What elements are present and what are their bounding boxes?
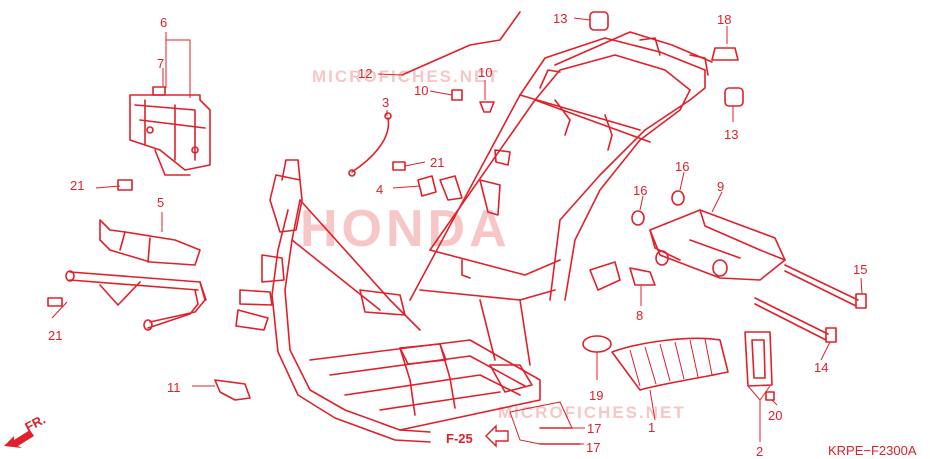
front-label: FR. <box>22 412 48 435</box>
callout-15: 15 <box>853 262 867 277</box>
reference-arrow-icon <box>485 424 509 448</box>
callout-5: 5 <box>157 195 164 210</box>
callout-14: 14 <box>814 360 828 375</box>
callout-18: 18 <box>717 12 731 27</box>
reference-label: F-25 <box>446 431 473 446</box>
callout-13a: 13 <box>553 11 567 26</box>
callout-1: 1 <box>648 420 655 435</box>
callout-7: 7 <box>157 56 164 71</box>
callout-17a: 17 <box>587 421 601 436</box>
callout-21a: 21 <box>70 178 84 193</box>
callout-10a: 10 <box>414 83 428 98</box>
callout-21c: 21 <box>430 155 444 170</box>
callout-12: 12 <box>358 66 372 81</box>
callout-10b: 10 <box>478 65 492 80</box>
callout-13b: 13 <box>724 127 738 142</box>
bracket-5-assembly <box>65 219 207 331</box>
arm-9 <box>649 209 786 281</box>
main-frame <box>235 31 713 443</box>
callout-3: 3 <box>382 95 389 110</box>
callout-16a: 16 <box>675 159 689 174</box>
front-arrow-icon <box>4 430 34 448</box>
callout-labels: 6 7 21 5 21 12 10 10 3 21 4 13 18 13 16 16 9 8 15 14 19 1 20 2 1… <box>48 11 867 459</box>
leader-lines <box>51 17 863 445</box>
callout-16b: 16 <box>633 183 647 198</box>
callout-11: 11 <box>167 380 181 395</box>
watermark-brand: HONDA <box>300 200 511 258</box>
watermark-site-bottom: MICROFICHES.NET <box>498 403 686 422</box>
callout-4: 4 <box>376 182 383 197</box>
callout-17b: 17 <box>586 440 600 455</box>
callout-2: 2 <box>756 444 763 459</box>
diagram-code: KRPE−F2300A <box>828 443 917 458</box>
callout-6: 6 <box>160 15 167 30</box>
watermark-site-top: MICROFICHES.NET <box>312 67 500 86</box>
callout-20: 20 <box>768 408 782 423</box>
callout-21b: 21 <box>48 328 62 343</box>
small-parts <box>47 11 867 445</box>
callout-9: 9 <box>717 179 724 194</box>
callout-8: 8 <box>636 308 643 323</box>
bracket-6-assembly <box>129 86 211 176</box>
callout-19: 19 <box>589 388 603 403</box>
